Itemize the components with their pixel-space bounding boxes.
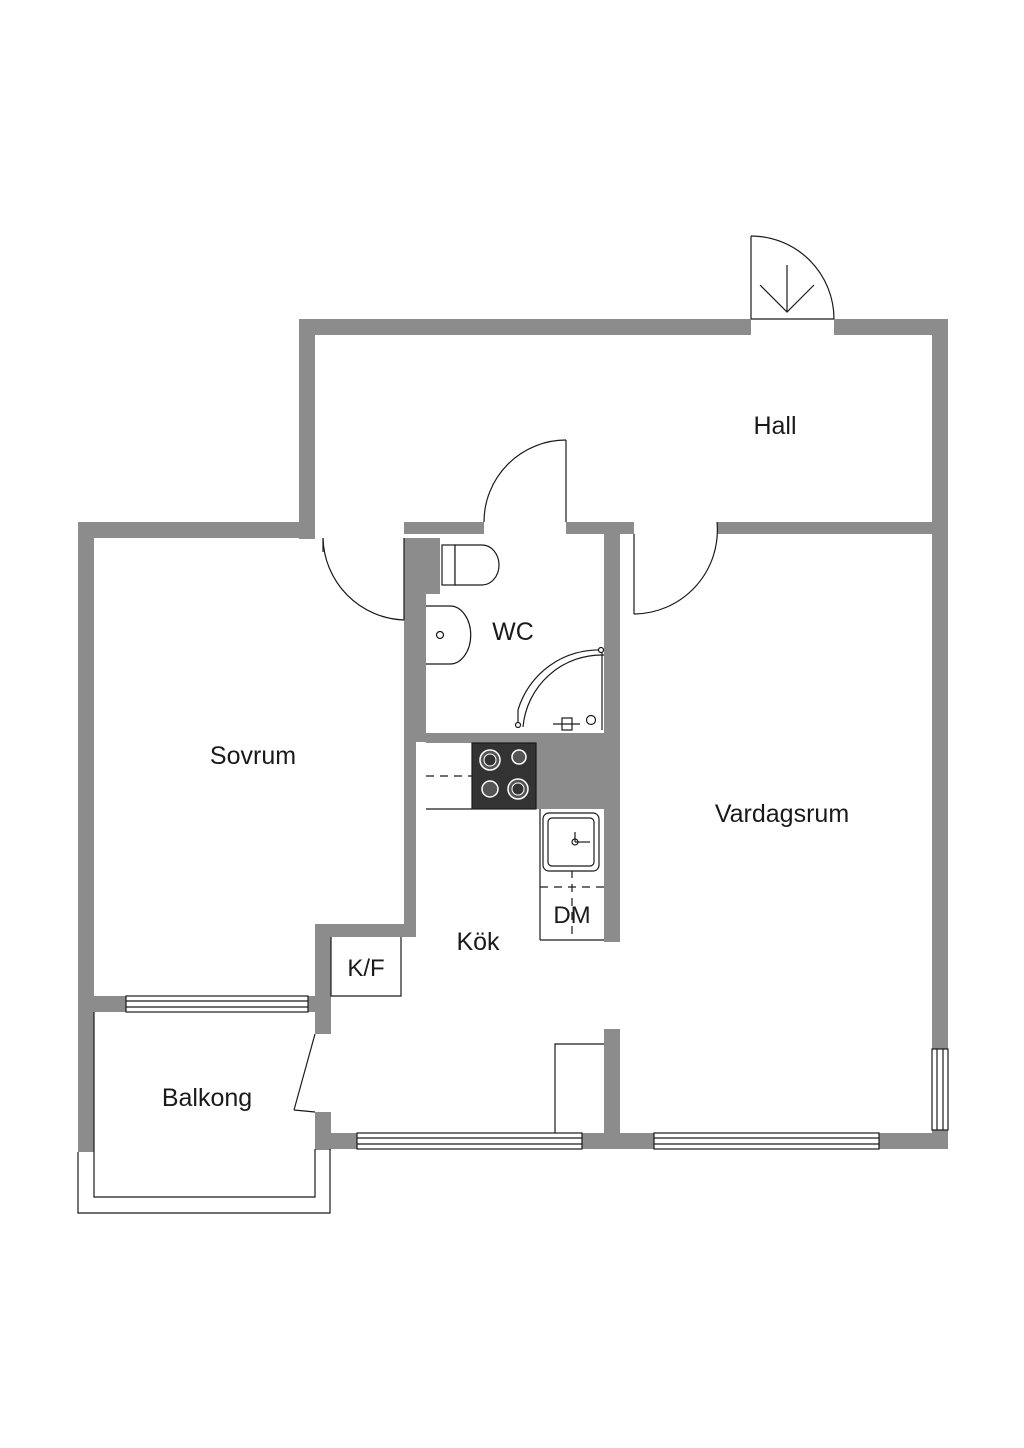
wall-hall-top-right [834,319,948,335]
wall-wc-right [604,534,620,942]
kitchen-cabinet [554,1043,604,1133]
wall-hall-bottom-mid [566,522,634,534]
wall-wc-bottom [426,733,604,743]
wall-bedroom-bottom-left [78,996,126,1012]
stove-icon [471,742,537,810]
wall-bottom-kitchen-right [582,1133,654,1149]
label-kok: Kök [456,928,500,956]
fridge-freezer [330,937,402,997]
kitchen-fixtures [330,742,604,1133]
label-vardagsrum: Vardagsrum [715,800,849,828]
sink-icon [426,605,472,665]
wall-bottom-living-right [879,1133,948,1149]
window-living-right [931,1048,949,1131]
counter-left [426,775,472,810]
wall-hall-bottom-right [717,522,932,534]
window-bedroom [125,995,309,1013]
label-fridge-freezer: K/F [347,955,384,982]
toilet-icon [441,544,500,586]
wall-bedroom-top [78,522,315,538]
kitchen-sink-icon [542,812,600,872]
room-labels: Hall WC Sovrum Vardagsrum Kök Balkong K/… [162,412,849,1112]
wall-bedroom-left [78,522,94,1152]
balcony-door [293,1033,316,1113]
wall-bedroom-right [404,538,416,928]
wall-kitchen-living-partition [604,1029,620,1133]
windows [125,995,949,1150]
window-living-bottom [653,1132,880,1150]
shower-icon [514,646,605,731]
balcony-outline [77,1012,331,1214]
label-balkong: Balkong [162,1084,252,1112]
living-door [633,521,718,615]
wall-bedroom-step-down [315,924,331,1034]
label-wc: WC [492,618,534,646]
wall-wc-top-left [404,522,484,534]
wall-hall-top-left [299,319,751,335]
wc-door [483,439,567,523]
wall-hall-left [299,319,315,539]
wall-wc-left [416,538,426,742]
wc-fixtures [426,544,605,731]
window-kitchen [356,1132,583,1150]
wall-bedroom-step [315,924,416,937]
wall-bottom-kitchen-left [315,1133,357,1149]
wall-bedroom-bottom-right [308,996,331,1012]
doors [293,235,835,1113]
label-hall: Hall [753,412,796,440]
wall-right-outer [932,319,948,1049]
bedroom-door [322,537,405,621]
entrance-door [750,235,835,320]
label-dishwasher: DM [553,902,590,929]
label-sovrum: Sovrum [210,742,296,770]
kitchen-counter-right [539,809,604,941]
walls [78,319,948,1152]
wall-kitchen-block [536,743,604,809]
